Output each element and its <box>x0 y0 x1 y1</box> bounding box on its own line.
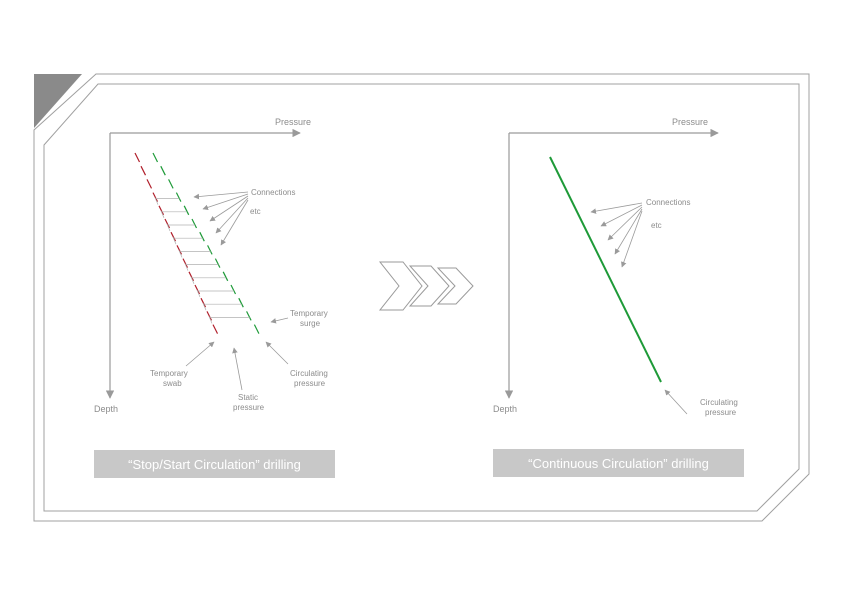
surge-dash <box>238 297 244 308</box>
surge-dash <box>246 311 252 321</box>
surge-dash <box>175 192 182 202</box>
connection-tick <box>160 210 165 218</box>
swab-dash <box>212 324 219 334</box>
left-x-axis-label: Pressure <box>275 117 311 127</box>
swab-dash <box>200 297 207 308</box>
surge-dash <box>191 218 198 229</box>
connection-tick <box>166 223 171 232</box>
corner-tab <box>34 74 82 128</box>
surge-dash <box>168 179 174 189</box>
surge-dash <box>160 165 166 176</box>
temporary-surge-label-line2: surge <box>300 319 321 328</box>
left-annotation-arrows <box>185 191 289 391</box>
left-y-axis-label: Depth <box>94 404 118 414</box>
temporary-surge-label-line1: Temporary <box>290 309 328 318</box>
right-circulating-label-line2: pressure <box>705 408 737 417</box>
left-connections-label: Connections <box>251 188 295 197</box>
static-pressure-label-line1: Static <box>238 393 258 402</box>
swab-dash <box>170 231 177 242</box>
swab-dash <box>146 179 153 189</box>
connection-tick <box>196 289 201 298</box>
connection-tick <box>190 276 195 284</box>
connection-tick <box>184 263 189 271</box>
connection-tick <box>172 237 177 245</box>
right-x-axis-label: Pressure <box>672 117 708 127</box>
surge-dash <box>183 205 190 216</box>
swab-dash <box>176 245 183 255</box>
swab-dash <box>158 205 165 216</box>
swab-dash <box>182 258 189 268</box>
temporary-swab-label-line1: Temporary <box>150 369 188 378</box>
left-circulating-label-line2: pressure <box>294 379 326 388</box>
connection-tick <box>178 250 183 258</box>
surge-dash <box>199 231 205 242</box>
left-circulating-label-line1: Circulating <box>290 369 328 378</box>
surge-dash <box>222 271 229 282</box>
right-y-axis-label: Depth <box>493 404 517 414</box>
swab-dash <box>194 284 201 295</box>
surge-dash <box>230 284 237 295</box>
swab-dash <box>188 271 195 282</box>
triple-chevron-right-icon <box>378 261 474 311</box>
swab-dash <box>206 311 213 321</box>
surge-dash <box>253 324 260 334</box>
connection-tick <box>154 197 159 205</box>
stop-start-caption: “Stop/Start Circulation” drilling <box>94 450 335 478</box>
surge-dash <box>152 152 159 163</box>
left-axes <box>105 128 301 399</box>
stop-start-pressure-profile <box>134 152 260 334</box>
surge-dash <box>214 258 221 268</box>
swab-dash <box>164 218 171 229</box>
connection-tick <box>208 316 213 324</box>
right-axes <box>504 128 719 399</box>
right-connections-label: Connections <box>646 198 690 207</box>
swab-dash <box>134 152 141 163</box>
left-etc-label: etc <box>250 207 261 216</box>
swab-dash <box>152 192 159 202</box>
continuous-circulating-pressure-line <box>549 156 662 383</box>
surge-dash <box>207 245 213 255</box>
temporary-swab-label-line2: swab <box>163 379 182 388</box>
continuous-caption: “Continuous Circulation” drilling <box>493 449 744 477</box>
outer-frame <box>33 73 810 522</box>
right-etc-label: etc <box>651 221 662 230</box>
static-pressure-label-line2: pressure <box>233 403 265 412</box>
right-circulating-label-line1: Circulating <box>700 398 738 407</box>
right-annotation-arrows <box>590 202 688 415</box>
swab-dash <box>140 165 147 176</box>
connection-tick <box>202 303 207 311</box>
